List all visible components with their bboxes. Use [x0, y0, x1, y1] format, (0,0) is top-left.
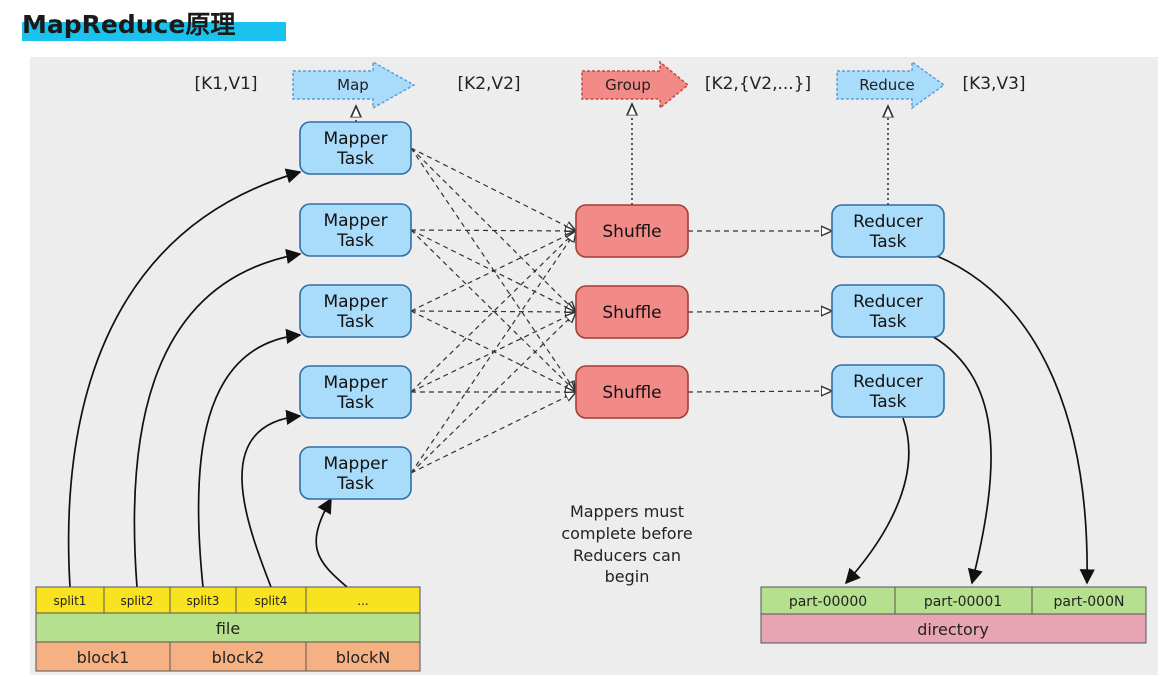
- shuffle-3-label: Shuffle: [602, 383, 661, 403]
- group-arrow-label: Group: [605, 76, 651, 94]
- block-label-1: block1: [77, 648, 130, 667]
- reducer-task-2-label-line1: Reducer: [853, 292, 923, 312]
- part-label-3: part-000N: [1054, 594, 1125, 610]
- mapper-task-2-label-line2: Task: [336, 231, 374, 251]
- mapper-task-5-label-line2: Task: [336, 474, 374, 494]
- curve-split1-mapper1: [67, 168, 302, 588]
- mapper-task-1-label-line2: Task: [336, 149, 374, 169]
- directory-cell: [760, 613, 1147, 644]
- split-label-5: ...: [357, 594, 368, 608]
- part-cell-3: [1031, 586, 1147, 615]
- curve-reducer3-part1: [844, 417, 910, 585]
- edges: [67, 104, 1095, 588]
- curve-split4-mapper4: [241, 409, 302, 588]
- edge-mapper2-shuffle3: [410, 229, 576, 392]
- edge-mapper5-shuffle1: [410, 231, 576, 474]
- edge-mapper5-shuffle2: [410, 312, 576, 474]
- mapper-task-4-label-line2: Task: [336, 393, 374, 413]
- curve-reducer1-partN: [936, 255, 1095, 585]
- reducer-task-2-label-line2: Task: [869, 312, 907, 332]
- map-arrow-label: Map: [337, 76, 369, 94]
- file-label: file: [216, 619, 240, 638]
- shuffle-3: Shuffle: [575, 365, 689, 419]
- shuffle-1-label: Shuffle: [602, 222, 661, 242]
- part-label-1: part-00000: [789, 594, 867, 610]
- edge-mapper3-shuffle1: [410, 231, 576, 312]
- reducer-task-3-label-line1: Reducer: [853, 372, 923, 392]
- mapper-task-5-label-line1: Mapper: [323, 454, 387, 474]
- curve-split2-mapper2: [133, 248, 302, 588]
- curve-splitN-mapper5: [315, 497, 348, 588]
- mappers-note: Mappers must complete before Reducers ca…: [561, 502, 692, 586]
- phase-row: [K1,V1] Map [K2,V2] Group [K2,{V2,...}] …: [194, 60, 1026, 110]
- mapper-task-2-label-line1: Mapper: [323, 211, 387, 231]
- label-k1v1: [K1,V1]: [194, 74, 257, 94]
- edge-mapper1-shuffle1: [410, 147, 576, 231]
- edge-mapper5-shuffle3: [410, 392, 576, 474]
- part-cell-1: [760, 586, 896, 615]
- file-cell: [35, 612, 421, 643]
- edge-mapper2-shuffle1: [410, 230, 576, 231]
- shuffle-2-label: Shuffle: [602, 303, 661, 323]
- edge-mapper3-shuffle2: [410, 311, 576, 312]
- directory-label: directory: [917, 620, 989, 639]
- input-file: split1 split2 split3 split4 ... file blo…: [35, 586, 421, 672]
- curve-reducer2-part2: [931, 335, 992, 585]
- label-k3v3: [K3,V3]: [962, 74, 1025, 94]
- edge-shuffle3-reducer3: [687, 391, 832, 392]
- reducer-task-1-label-line1: Reducer: [853, 212, 923, 232]
- split-label-4: split4: [255, 594, 288, 608]
- label-k2list: [K2,{V2,...}]: [705, 74, 811, 94]
- edge-mapper1-shuffle3: [410, 147, 576, 392]
- curve-split3-mapper3: [197, 328, 302, 588]
- title-highlight: [22, 22, 286, 41]
- split-cell-4: [235, 586, 307, 614]
- block-cell-2: [169, 641, 307, 672]
- edge-mapper1-shuffle2: [410, 147, 576, 312]
- split-cell-5: [305, 586, 421, 614]
- page-title: MapReduce原理: [22, 10, 236, 39]
- reducer-task-3-label-line2: Task: [869, 392, 907, 412]
- note-line-3: Reducers can: [573, 546, 681, 565]
- note-line-1: Mappers must: [570, 502, 684, 521]
- output-directory: part-00000 part-00001 part-000N director…: [760, 586, 1147, 644]
- block-label-3: blockN: [336, 648, 390, 667]
- block-cell-1: [35, 641, 171, 672]
- block-label-2: block2: [212, 648, 265, 667]
- mapper-task-3-label-line1: Mapper: [323, 292, 387, 312]
- split-label-1: split1: [54, 594, 87, 608]
- label-k2v2: [K2,V2]: [457, 74, 520, 94]
- block-cell-3: [305, 641, 421, 672]
- split-label-3: split3: [187, 594, 220, 608]
- note-line-2: complete before: [561, 524, 692, 543]
- part-cell-2: [894, 586, 1033, 615]
- edge-mapper4-shuffle1: [410, 231, 576, 393]
- shuffle-2: Shuffle: [575, 285, 689, 339]
- reducer-task-1-label-line2: Task: [869, 232, 907, 252]
- task-nodes: MapperTaskMapperTaskMapperTaskMapperTask…: [299, 121, 945, 500]
- reduce-arrow-label: Reduce: [859, 76, 914, 94]
- group-arrow: Group: [581, 60, 690, 110]
- map-arrow: Map: [292, 60, 416, 110]
- edge-shuffle2-reducer2: [687, 311, 832, 312]
- reduce-arrow: Reduce: [836, 60, 946, 110]
- mapper-task-3-label-line2: Task: [336, 312, 374, 332]
- note-line-4: begin: [605, 567, 650, 586]
- shuffle-1: Shuffle: [575, 204, 689, 258]
- split-label-2: split2: [121, 594, 154, 608]
- mapper-task-4-label-line1: Mapper: [323, 373, 387, 393]
- part-label-2: part-00001: [924, 594, 1002, 610]
- mapper-task-1-label-line1: Mapper: [323, 129, 387, 149]
